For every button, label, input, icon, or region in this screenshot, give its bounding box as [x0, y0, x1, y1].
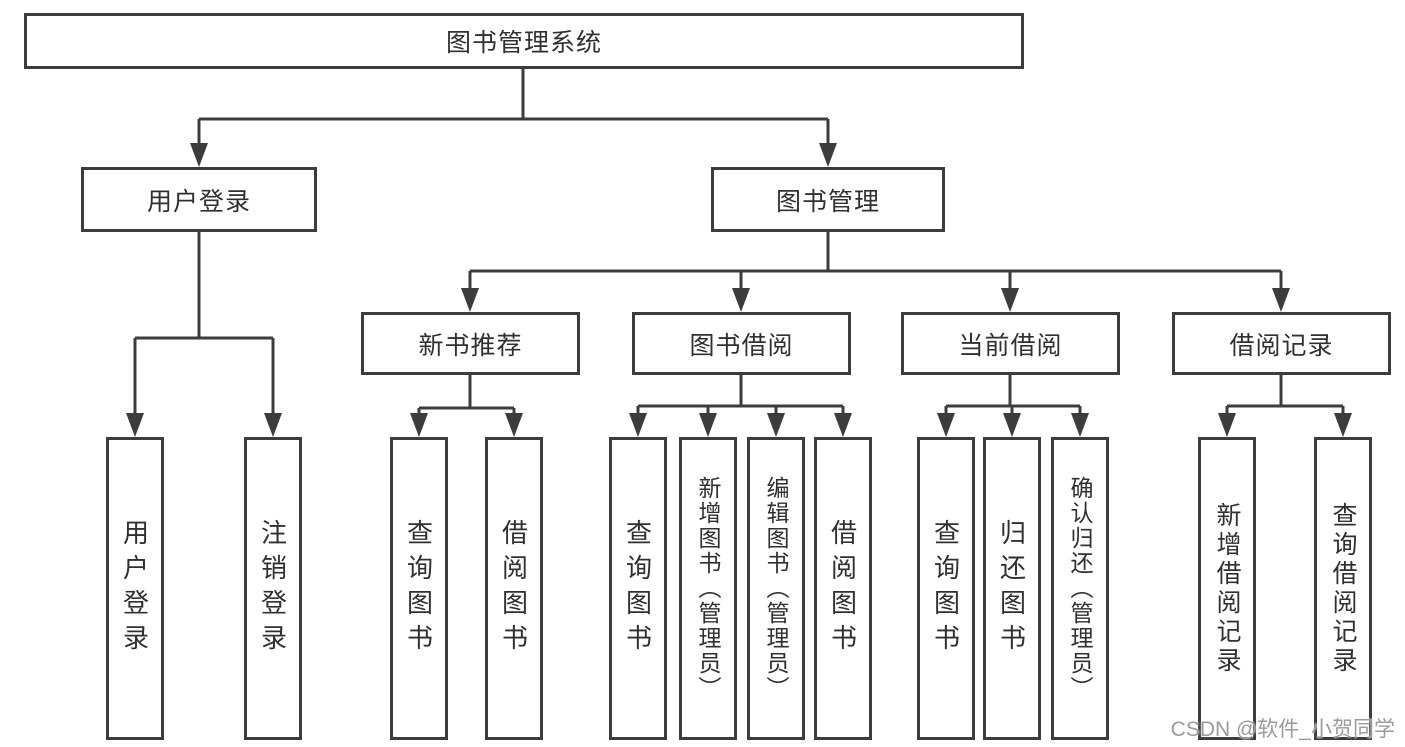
leaf-borrow-books: 借阅图书 — [814, 437, 872, 740]
leaf-label: 查询借阅记录 — [1329, 501, 1357, 676]
leaf-query-books-current: 查询图书 — [917, 437, 975, 740]
leaf-return-books: 归还图书 — [983, 437, 1041, 740]
leaf-label: 新增借阅记录 — [1213, 501, 1241, 676]
node-book-management: 图书管理 — [711, 167, 945, 232]
leaf-label: 编辑图书（管理员） — [763, 476, 789, 701]
leaf-label: 借阅图书 — [827, 518, 858, 659]
leaf-label: 归还图书 — [996, 518, 1027, 659]
leaf-logout: 注销登录 — [244, 437, 302, 740]
leaf-query-books-borrow: 查询图书 — [609, 437, 667, 740]
leaf-label: 查询图书 — [622, 518, 653, 659]
leaf-add-books-admin: 新增图书（管理员） — [679, 437, 737, 740]
node-new-book-recommend: 新书推荐 — [361, 312, 580, 375]
leaf-borrow-books-recommend: 借阅图书 — [485, 437, 543, 740]
leaf-label: 借阅图书 — [498, 518, 529, 659]
leaf-label: 查询图书 — [930, 518, 961, 659]
leaf-label: 确认归还（管理员） — [1067, 476, 1093, 701]
leaf-label: 用户登录 — [119, 518, 150, 659]
node-user-login: 用户登录 — [81, 167, 317, 232]
leaf-add-borrow-record: 新增借阅记录 — [1198, 437, 1256, 740]
arrowheads — [126, 143, 1352, 437]
leaf-label: 查询图书 — [403, 518, 434, 659]
node-library-management-system: 图书管理系统 — [24, 13, 1024, 69]
node-borrow-records: 借阅记录 — [1172, 312, 1391, 375]
leaf-query-books-recommend: 查询图书 — [390, 437, 448, 740]
leaf-user-login: 用户登录 — [106, 437, 164, 740]
leaf-label: 注销登录 — [257, 518, 288, 659]
leaf-confirm-return-admin: 确认归还（管理员） — [1051, 437, 1109, 740]
leaf-query-borrow-record: 查询借阅记录 — [1314, 437, 1372, 740]
leaf-label: 新增图书（管理员） — [695, 476, 721, 701]
node-current-borrow: 当前借阅 — [901, 312, 1120, 375]
node-book-borrow: 图书借阅 — [632, 312, 851, 375]
csdn-watermark: CSDN @软件_小贺同学 — [1170, 718, 1395, 741]
leaf-edit-books-admin: 编辑图书（管理员） — [747, 437, 805, 740]
